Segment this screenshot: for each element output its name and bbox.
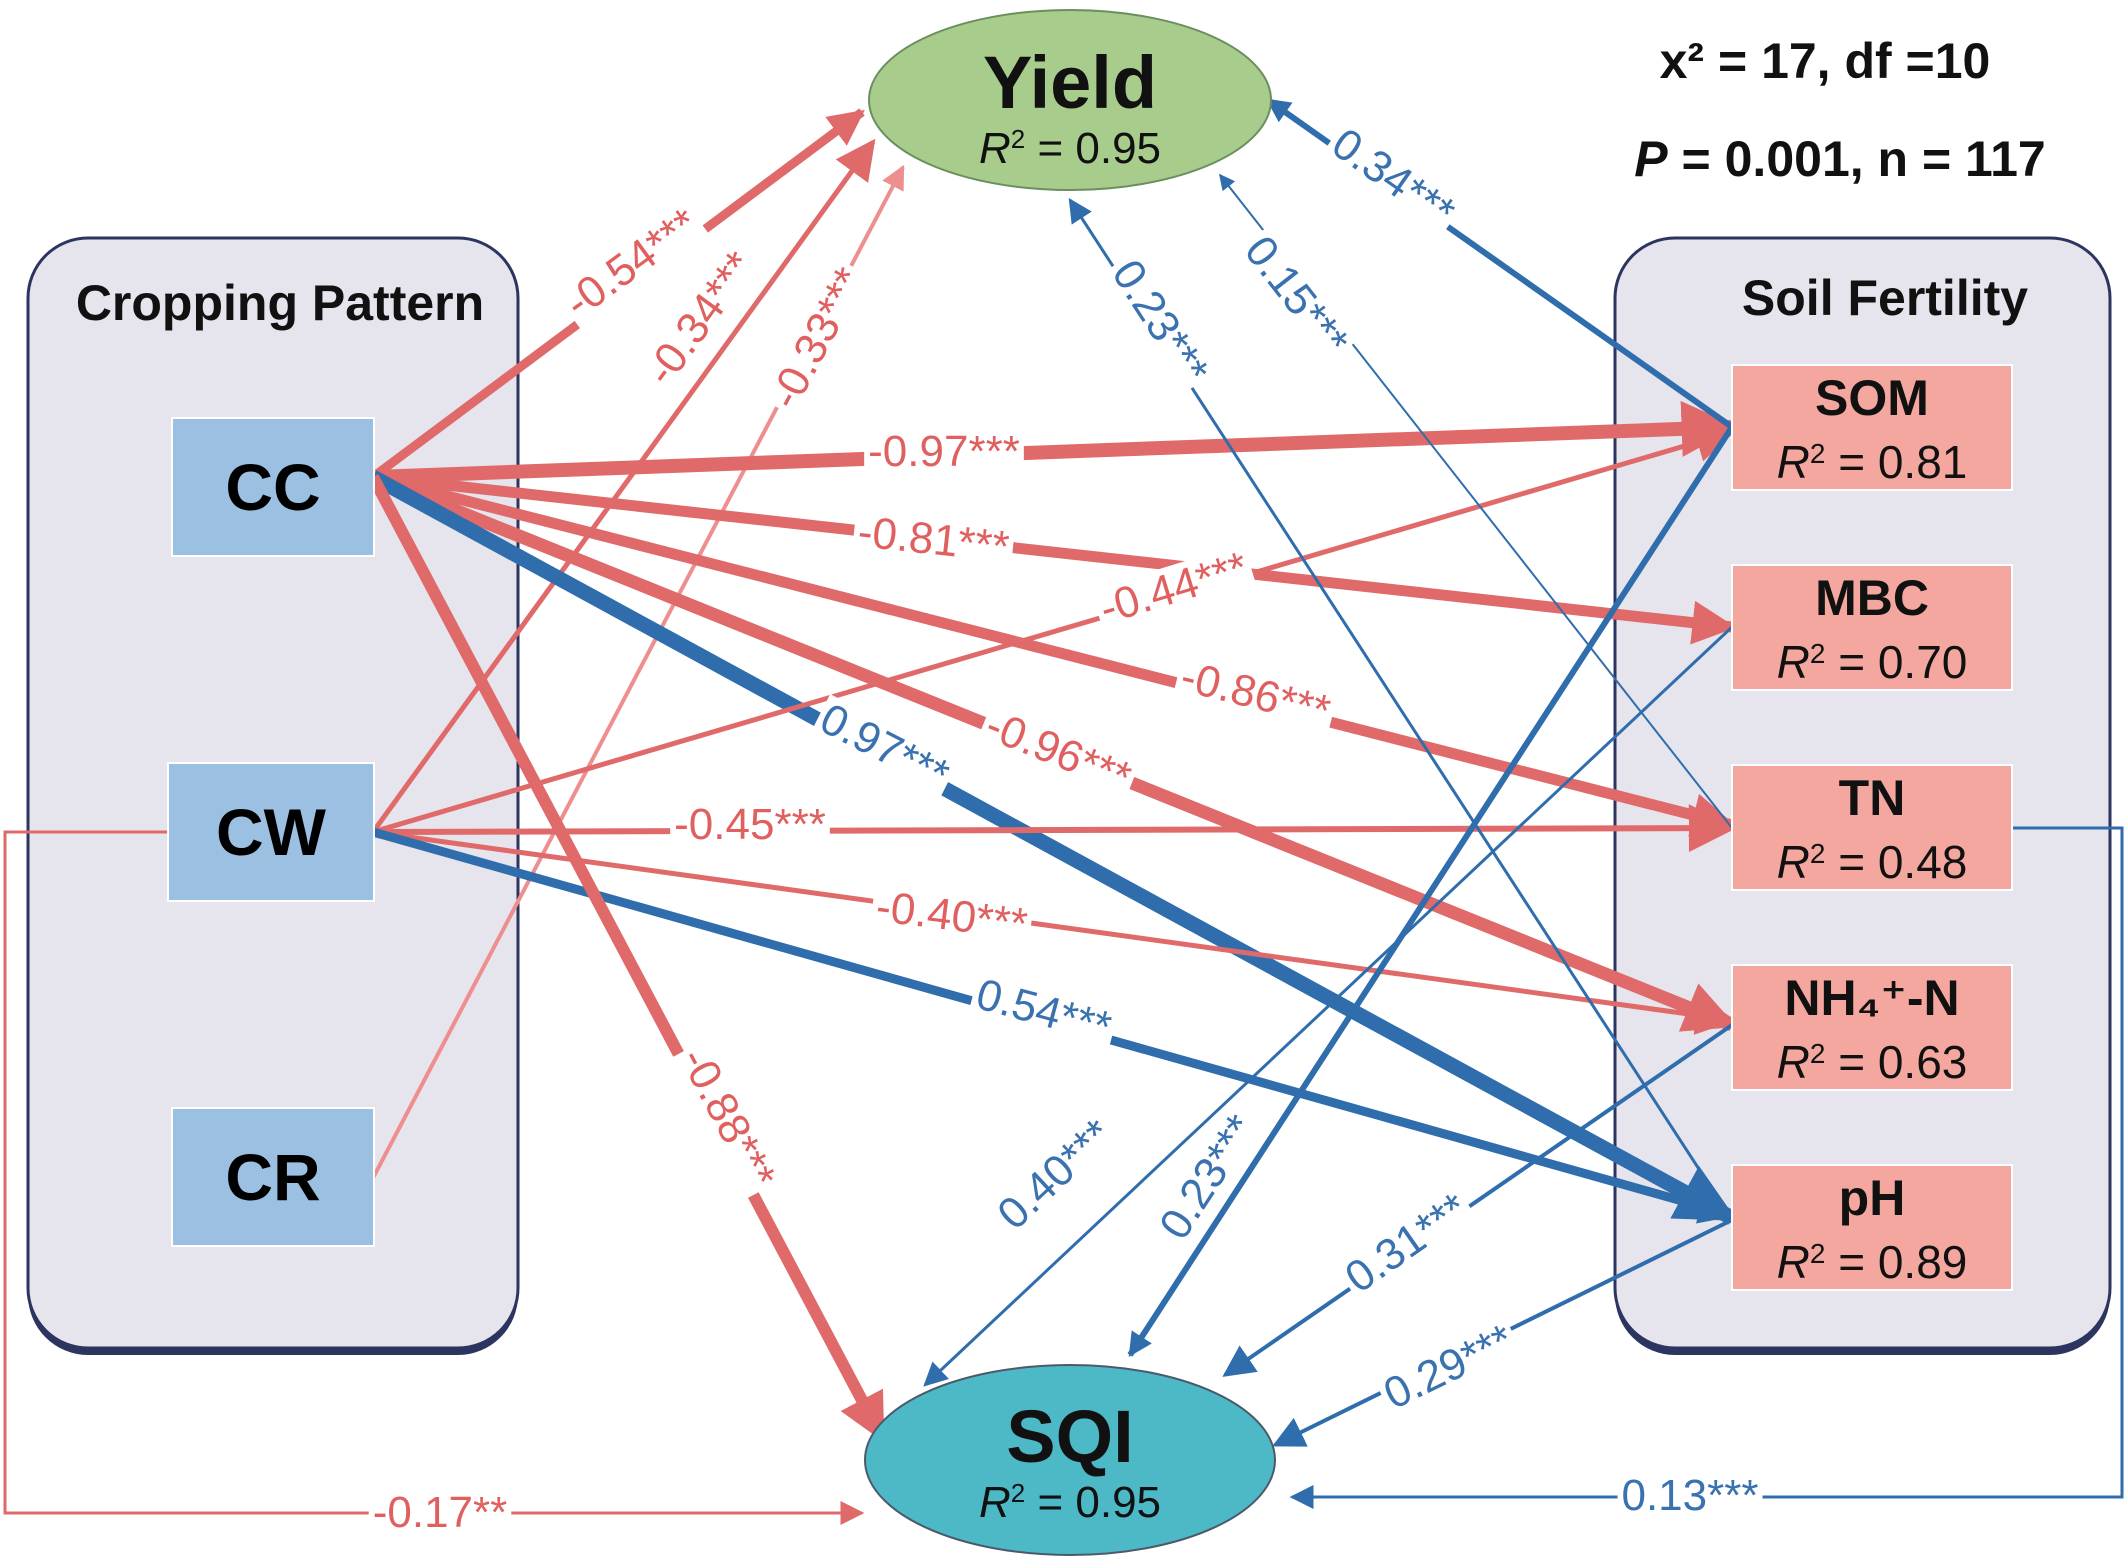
ph-label: pH bbox=[1839, 1170, 1906, 1226]
path-mbc-sqi bbox=[923, 625, 1734, 1387]
cw-node: CW bbox=[167, 762, 375, 902]
nh4-r2: R2 = 0.63 bbox=[1777, 1036, 1968, 1088]
coef-cr-yield: -0.33*** bbox=[760, 260, 874, 417]
coefficient-label-bg bbox=[864, 429, 1024, 474]
cc-node: CC bbox=[171, 417, 375, 557]
coef-ph-yield: 0.23*** bbox=[1102, 251, 1218, 393]
coef-cc-nh4: -0.96*** bbox=[979, 700, 1138, 802]
coefficient-label-bg bbox=[1149, 1104, 1267, 1251]
sqi-node: SQI R2 = 0.95 bbox=[864, 1364, 1276, 1556]
coef-tn-yield: 0.15*** bbox=[1235, 227, 1358, 365]
path-cc-mbc bbox=[372, 471, 1737, 645]
coefficient-label-bg bbox=[670, 802, 830, 847]
yield-node: Yield R2 = 0.95 bbox=[868, 9, 1272, 191]
p-value-stat: P = 0.001, n = 117 bbox=[1634, 131, 2045, 187]
coefficient-label-bg bbox=[1373, 1314, 1524, 1419]
coefficient-label-bg bbox=[1101, 249, 1219, 396]
path-cc-som bbox=[372, 400, 1738, 484]
sqi-r2: R2 = 0.95 bbox=[979, 1478, 1161, 1527]
ph-r2: R2 = 0.89 bbox=[1777, 1236, 1968, 1288]
coefficient-label-bg bbox=[635, 240, 766, 397]
cropping-pattern-title: Cropping Pattern bbox=[76, 275, 484, 331]
coefficient-label-bg bbox=[759, 257, 875, 420]
path-som-sqi bbox=[1127, 425, 1735, 1358]
tn-node: TN R2 = 0.48 bbox=[1731, 764, 2013, 891]
coefficient-label-bg bbox=[553, 198, 710, 329]
coefficient-label-bg bbox=[1234, 225, 1359, 368]
coefficient-label-bg bbox=[809, 694, 960, 801]
cr-node: CR bbox=[171, 1107, 375, 1247]
coefficient-label-bg bbox=[368, 1490, 512, 1535]
coefficient-label-bg bbox=[670, 1037, 786, 1200]
coefficient-label-bg bbox=[1617, 1473, 1763, 1518]
som-label: SOM bbox=[1815, 370, 1929, 426]
path-cc-ph bbox=[369, 470, 1738, 1225]
coefficient-label-bg bbox=[967, 970, 1120, 1052]
som-r2: R2 = 0.81 bbox=[1777, 436, 1968, 488]
mbc-r2: R2 = 0.70 bbox=[1777, 636, 1968, 688]
cr-label: CR bbox=[225, 1140, 320, 1214]
tn-label: TN bbox=[1839, 770, 1906, 826]
yield-title: Yield bbox=[983, 41, 1157, 124]
coef-cc-som: -0.97*** bbox=[868, 427, 1020, 476]
tn-r2: R2 = 0.48 bbox=[1777, 836, 1968, 888]
coef-nh4-sqi: 0.31*** bbox=[1337, 1184, 1477, 1303]
path-nh4-sqi bbox=[1222, 1023, 1734, 1377]
coef-cc-mbc: -0.81*** bbox=[856, 507, 1012, 572]
path-cw-nh4 bbox=[372, 829, 1736, 1035]
nh4-node: NH₄⁺-N R2 = 0.63 bbox=[1731, 964, 2013, 1091]
coef-cw-sqi: -0.17** bbox=[373, 1488, 508, 1537]
yield-r2: R2 = 0.95 bbox=[979, 124, 1161, 173]
coef-cw-tn: -0.45*** bbox=[674, 800, 826, 849]
coefficient-label-bg bbox=[1321, 118, 1466, 239]
path-cc-sqi bbox=[367, 474, 888, 1443]
coef-cw-nh4: -0.40*** bbox=[874, 882, 1031, 949]
sqi-title: SQI bbox=[1006, 1395, 1133, 1478]
nh4-label: NH₄⁺-N bbox=[1784, 970, 1959, 1026]
coefficient-label-bg bbox=[975, 700, 1141, 803]
coef-som-yield: 0.34*** bbox=[1323, 119, 1463, 238]
chi-square-stat: x² = 17, df =10 bbox=[1660, 33, 1991, 89]
soil-fertility-title: Soil Fertility bbox=[1742, 270, 2028, 326]
coef-tn-sqi: 0.13*** bbox=[1621, 1471, 1758, 1520]
mbc-label: MBC bbox=[1815, 570, 1929, 626]
coef-cc-tn: -0.86*** bbox=[1176, 652, 1335, 736]
coef-cc-sqi: -0.88*** bbox=[671, 1040, 785, 1197]
path-cc-tn bbox=[371, 471, 1737, 837]
mbc-node: MBC R2 = 0.70 bbox=[1731, 564, 2013, 691]
som-node: SOM R2 = 0.81 bbox=[1731, 364, 2013, 491]
coefficient-label-bg bbox=[986, 1108, 1124, 1241]
cc-label: CC bbox=[225, 450, 320, 524]
coef-cw-ph: 0.54*** bbox=[971, 970, 1116, 1053]
coefficient-label-bg bbox=[1334, 1183, 1479, 1304]
cw-label: CW bbox=[216, 795, 327, 869]
path-cw-tn bbox=[372, 804, 1737, 853]
coefficient-label-bg bbox=[1090, 543, 1257, 633]
path-cw-yield bbox=[370, 138, 876, 834]
coef-ph-sqi: 0.29*** bbox=[1376, 1315, 1521, 1419]
coefficient-label-bg bbox=[1172, 652, 1339, 736]
path-cw-som bbox=[372, 422, 1736, 835]
coefficient-label-bg bbox=[851, 508, 1016, 571]
ph-node: pH R2 = 0.89 bbox=[1731, 1164, 2013, 1291]
coefficient-label-bg bbox=[869, 883, 1034, 948]
